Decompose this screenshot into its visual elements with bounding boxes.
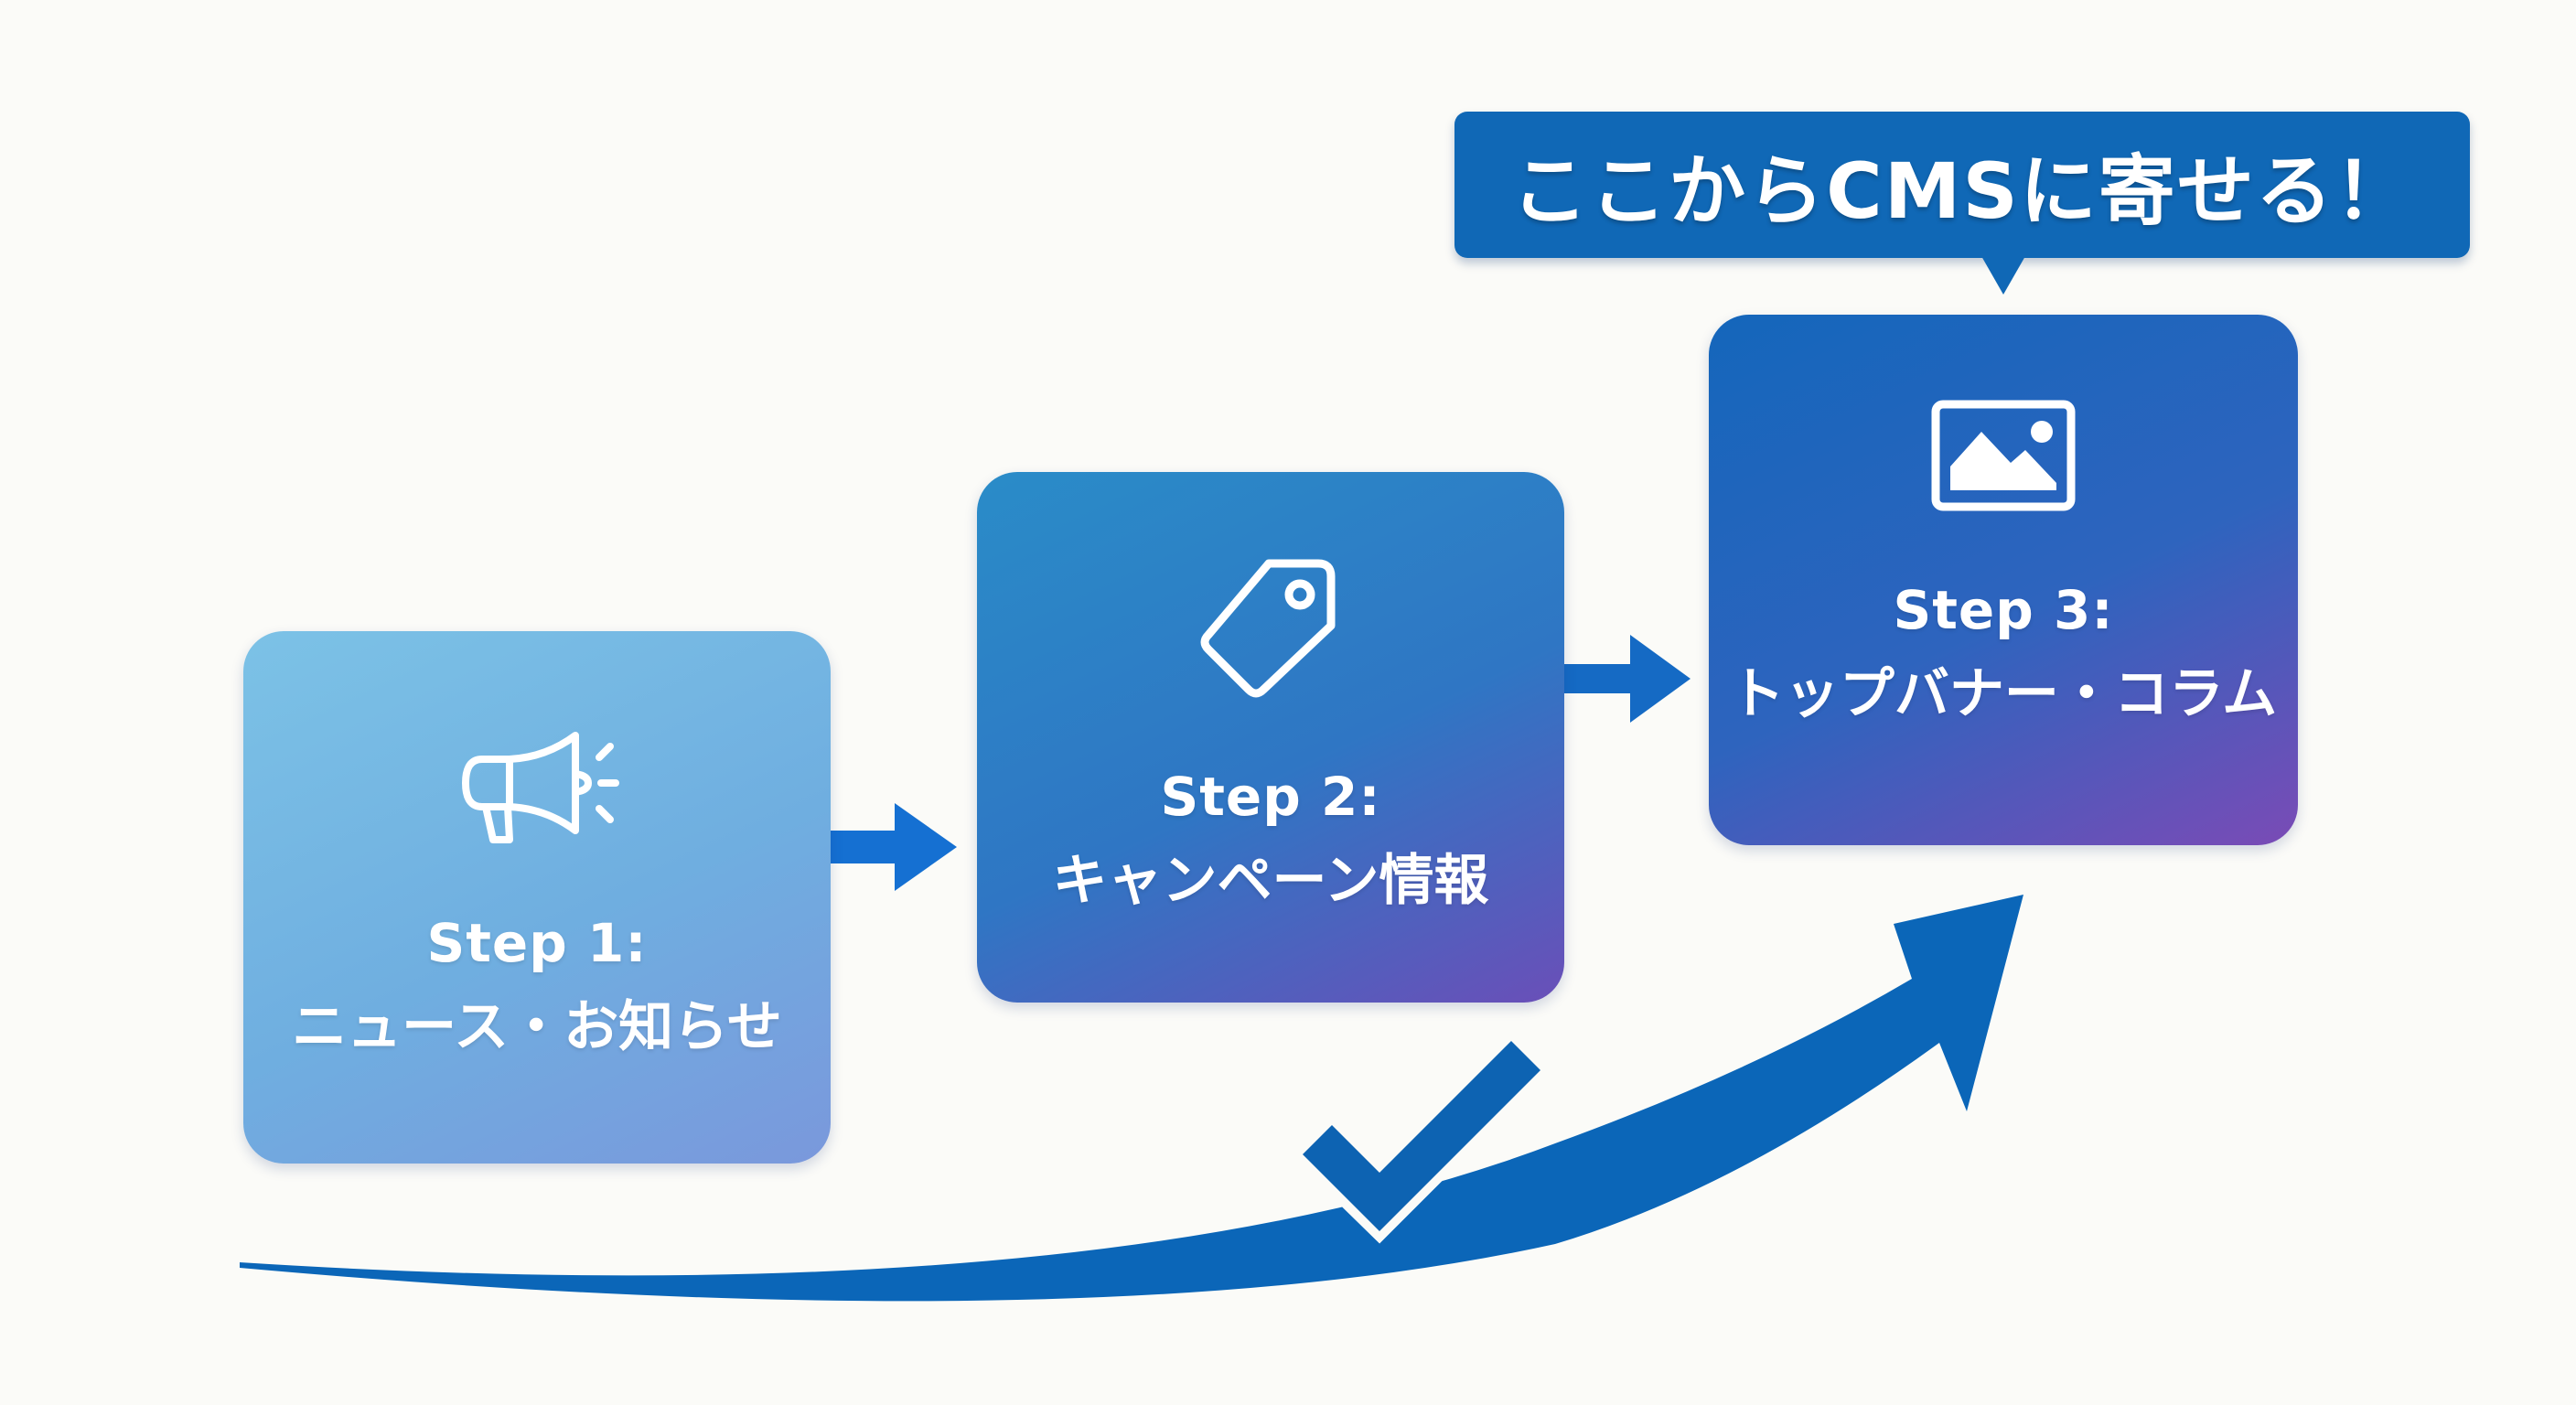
callout-banner: ここからCMSに寄せる！ bbox=[1454, 112, 2470, 258]
step-label: Step 2: bbox=[1160, 766, 1381, 828]
step-card-1: Step 1: ニュース・お知らせ bbox=[243, 631, 831, 1164]
step-title: キャンペーン情報 bbox=[1052, 848, 1489, 913]
growth-arrow bbox=[240, 895, 2023, 1302]
step-label: Step 1: bbox=[426, 912, 648, 974]
callout-text: ここからCMSに寄せる！ bbox=[1511, 145, 2413, 236]
connector-arrow-2-3 bbox=[1564, 635, 1690, 723]
step-title: トップバナー・コラム bbox=[1729, 661, 2278, 726]
image-icon bbox=[1931, 400, 2076, 511]
step-label: Step 3: bbox=[1893, 579, 2114, 641]
price-tag-icon bbox=[1200, 559, 1336, 698]
connector-arrow-1-2 bbox=[831, 803, 957, 891]
step-card-2: Step 2: キャンペーン情報 bbox=[977, 472, 1564, 1003]
step-title: ニュース・お知らせ bbox=[292, 994, 782, 1059]
step-card-3: Step 3: トップバナー・コラム bbox=[1709, 315, 2298, 845]
checkmark-icon bbox=[1303, 1041, 1540, 1231]
megaphone-icon bbox=[462, 732, 619, 843]
callout-pointer bbox=[1981, 256, 2025, 295]
